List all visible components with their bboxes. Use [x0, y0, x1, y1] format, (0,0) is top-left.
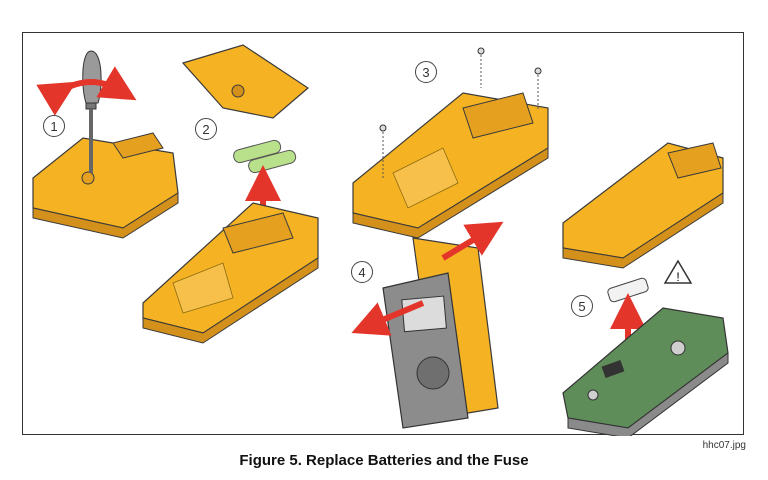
- figure-frame: ! 1 2 3 4 5: [22, 32, 744, 436]
- step-label-5: 5: [571, 295, 593, 317]
- step2-meter-back: [142, 202, 319, 344]
- step5-meter-back: [562, 142, 724, 269]
- step3-meter-back: [352, 92, 549, 239]
- circuit-board: [562, 307, 729, 436]
- step4-arrows: [351, 221, 504, 336]
- step-label-4: 4: [351, 261, 373, 283]
- step1-meter-back: [32, 132, 179, 239]
- illustration: !: [32, 44, 729, 436]
- batteries: [233, 139, 297, 174]
- step-label-2: 2: [195, 118, 217, 140]
- step4-meter-open: [382, 237, 499, 429]
- figure-caption: Figure 5. Replace Batteries and the Fuse: [239, 452, 529, 469]
- step-label-3: 3: [415, 61, 437, 83]
- rotate-arrow-icon: [36, 66, 137, 116]
- image-reference: hhc07.jpg: [702, 440, 746, 451]
- step-label-1: 1: [43, 115, 65, 137]
- fuse: [607, 277, 649, 303]
- screws: [379, 47, 542, 178]
- svg-text:!: !: [676, 270, 679, 284]
- battery-door: [181, 44, 309, 119]
- warning-icon: !: [663, 259, 693, 284]
